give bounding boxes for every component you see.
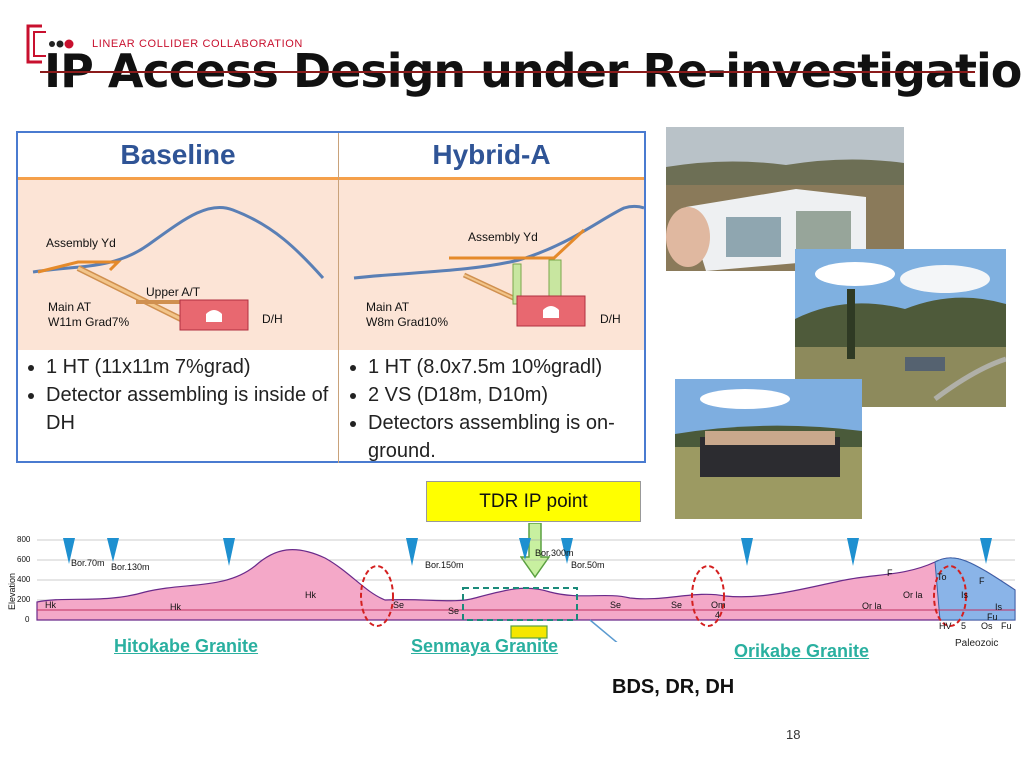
unit-label: Is [995, 602, 1003, 612]
unit-label: Hk [45, 600, 56, 610]
unit-label: Se [671, 600, 683, 610]
unit-label: Se [448, 606, 460, 616]
bore-label: Bor.150m [425, 560, 464, 570]
page-number: 18 [786, 727, 801, 742]
hybrid-bullet: 1 HT (8.0x7.5m 10%gradl) [368, 353, 644, 381]
header-underline [18, 177, 644, 180]
unit-label: Or la [862, 601, 882, 611]
y-tick: 200 [17, 595, 31, 604]
unit-label: Se [393, 600, 405, 610]
tdr-ip-callout: TDR IP point [426, 481, 641, 522]
bore-label: Bor.300m [535, 548, 574, 558]
baseline-diagram [32, 205, 325, 331]
photo-group-field [675, 379, 862, 519]
title-rule [40, 71, 975, 73]
baseline-heading: Baseline [120, 139, 236, 170]
hybrid-diagram [353, 204, 644, 327]
baseline-main-spec: W11m Grad7% [48, 315, 130, 329]
unit-label: 5 [961, 621, 967, 631]
comparison-table: Baseline Hybrid-A Assembly Yd Upper A/T … [16, 131, 646, 463]
orikabe-granite-label: Orikabe Granite [734, 641, 870, 661]
diagram-area: Assembly Yd Upper A/T Main AT W11m Grad7… [18, 180, 644, 350]
column-divider [338, 133, 339, 463]
elevation-profile: Elevation 800 600 400 200 0 Bor.70m Bor.… [5, 530, 1017, 671]
baseline-main-label: Main AT [48, 300, 92, 314]
unit-label: Fu [987, 612, 998, 622]
hybrid-bullet: 2 VS (D18m, D10m) [368, 381, 644, 409]
collaboration-name: LINEAR COLLIDER COLLABORATION [92, 38, 303, 50]
bore-label: Bor.70m [71, 558, 105, 568]
unit-label: Is [961, 590, 969, 600]
baseline-assembly-label: Assembly Yd [46, 236, 116, 250]
paleozoic-label: Paleozoic [955, 638, 999, 649]
bore-label: Bor.50m [571, 560, 605, 570]
hybrid-main-label: Main AT [366, 300, 410, 314]
baseline-bullet: 1 HT (11x11m 7%grad) [46, 353, 334, 381]
y-tick: 600 [17, 555, 31, 564]
y-axis-label: Elevation [7, 572, 17, 610]
hybrid-dh-label: D/H [600, 312, 621, 326]
unit-label: Hk [305, 590, 316, 600]
bds-dr-dh-label: BDS, DR, DH [612, 676, 735, 698]
unit-label: Fu [1001, 621, 1012, 631]
unit-label: 4 [715, 610, 721, 620]
y-tick: 0 [25, 615, 30, 624]
unit-label: F [979, 576, 985, 586]
unit-label: Hk [170, 602, 181, 612]
baseline-dh-label: D/H [262, 312, 283, 326]
baseline-bullets: 1 HT (11x11m 7%grad) Detector assembling… [22, 349, 334, 461]
senmaya-granite-label: Senmaya Granite [411, 636, 559, 656]
hybrid-heading: Hybrid-A [432, 139, 551, 170]
bore-label: Bor.130m [111, 562, 150, 572]
unit-label: Om [711, 600, 726, 610]
baseline-bullet: Detector assembling is inside of DH [46, 381, 334, 437]
hybrid-assembly-label: Assembly Yd [468, 230, 538, 244]
unit-label: Or la [903, 590, 923, 600]
unit-label: Se [610, 600, 622, 610]
hybrid-bullets: 1 HT (8.0x7.5m 10%gradl) 2 VS (D18m, D10… [344, 349, 644, 462]
hybrid-main-spec: W8m Grad10% [366, 315, 449, 329]
unit-label: Os [981, 621, 993, 631]
hybrid-bullet: Detectors assembling is on-ground. [368, 409, 644, 465]
unit-label: HV [939, 621, 952, 631]
baseline-upper-label: Upper A/T [146, 285, 201, 299]
lc-logo-icon [26, 24, 74, 64]
photo-hills-village [795, 249, 1006, 407]
y-tick: 800 [17, 535, 31, 544]
unit-label: F [887, 568, 893, 578]
hitokabe-granite-label: Hitokabe Granite [114, 636, 259, 656]
unit-label: To [937, 572, 947, 582]
down-arrow-icon [520, 523, 550, 579]
y-tick: 400 [17, 575, 31, 584]
